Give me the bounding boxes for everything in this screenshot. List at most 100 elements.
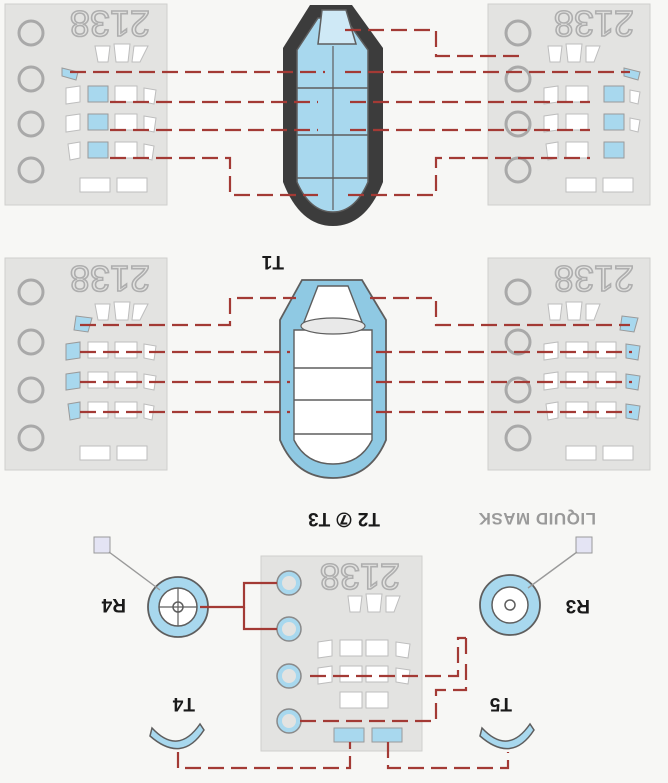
mask-sheet-top-left: 2138 xyxy=(4,2,168,206)
mask-piece xyxy=(595,401,617,419)
mask-piece xyxy=(547,45,563,63)
mask-piece xyxy=(79,445,111,461)
mask-ring xyxy=(17,424,45,452)
mask-piece-blue xyxy=(65,341,81,361)
mask-piece xyxy=(143,143,155,161)
mask-ring xyxy=(17,65,45,93)
leader-line xyxy=(242,607,277,631)
leader-line xyxy=(80,296,296,327)
mask-ring xyxy=(504,328,532,356)
pointer-line xyxy=(527,551,578,589)
mask-piece-blue xyxy=(625,373,641,391)
leader-line xyxy=(345,28,520,58)
part-t4 xyxy=(149,722,205,750)
mask-piece xyxy=(565,401,589,419)
mask-ring-hole xyxy=(282,576,296,590)
mask-piece xyxy=(87,341,109,359)
leader-line xyxy=(348,156,590,197)
canopy-middle-masked xyxy=(279,279,387,479)
mask-piece xyxy=(565,445,597,461)
mask-ring xyxy=(17,376,45,404)
mask-piece xyxy=(565,113,589,131)
leader-line xyxy=(300,662,468,723)
mask-piece xyxy=(347,595,363,613)
mask-piece xyxy=(585,45,601,63)
mask-piece xyxy=(339,665,363,683)
leader-lines-bottom xyxy=(176,581,510,770)
sheet-part-number: 2138 xyxy=(554,258,634,299)
mask-piece xyxy=(116,177,148,193)
mask-piece xyxy=(365,639,389,657)
mask-piece xyxy=(565,141,589,159)
mask-piece-blue xyxy=(625,403,641,421)
leader-lines-top xyxy=(70,28,630,197)
sheet-background xyxy=(4,257,168,471)
mask-piece xyxy=(114,141,138,159)
wheel-r3 xyxy=(479,536,593,636)
mask-piece-blue xyxy=(625,343,641,361)
sheet-background xyxy=(487,3,651,206)
mask-ring-hole xyxy=(282,714,296,728)
mask-piece xyxy=(65,113,81,133)
mask-sheet-bottom: 2138 xyxy=(260,555,423,752)
curved-mask-piece xyxy=(149,722,205,750)
mask-ring xyxy=(17,19,45,47)
leader-line xyxy=(370,296,630,327)
mask-piece xyxy=(595,371,617,389)
leader-line xyxy=(200,581,277,609)
mask-piece xyxy=(565,177,597,193)
mask-piece xyxy=(94,45,111,63)
mask-piece xyxy=(114,85,138,103)
mask-ring xyxy=(17,278,45,306)
mask-piece xyxy=(629,89,641,105)
mask-piece xyxy=(565,301,583,321)
mask-piece xyxy=(317,639,333,659)
mask-piece xyxy=(113,43,131,63)
mask-piece xyxy=(565,85,589,103)
mask-piece xyxy=(79,177,111,193)
mask-piece xyxy=(116,445,148,461)
mask-piece-blue xyxy=(87,85,109,103)
mask-ring xyxy=(17,110,45,138)
mask-piece xyxy=(385,595,401,613)
mask-piece-blue xyxy=(371,727,403,743)
mask-piece xyxy=(87,371,109,389)
leader-line xyxy=(110,156,318,197)
mask-ring xyxy=(504,110,532,138)
label-t2-t3: T2 ⑦ T3 xyxy=(308,508,380,529)
mask-piece xyxy=(365,593,383,613)
mask-piece-blue xyxy=(333,727,365,743)
label-t4: T4 xyxy=(172,693,195,714)
mask-piece-blue xyxy=(87,141,109,159)
mask-piece xyxy=(365,665,389,683)
mask-piece-blue xyxy=(65,371,81,391)
canopy-top-masked xyxy=(283,5,383,226)
mask-piece-blue xyxy=(67,401,81,421)
mask-piece xyxy=(114,401,138,419)
mask-piece-blue xyxy=(87,113,109,131)
mask-piece xyxy=(545,141,559,161)
sheet-part-number: 2138 xyxy=(70,258,150,299)
mask-sheet-middle-right: 2138 xyxy=(487,257,651,471)
sheet-part-number: 2138 xyxy=(554,3,634,44)
mask-ring-hole xyxy=(282,669,296,683)
label-t1: T1 xyxy=(261,251,284,272)
mask-ring xyxy=(504,19,532,47)
leader-line xyxy=(310,636,466,678)
leader-line xyxy=(386,742,510,770)
mask-ring xyxy=(17,156,45,184)
mask-piece xyxy=(602,177,634,193)
mask-piece xyxy=(565,43,583,63)
label-liquid-mask: LIQUID MASK xyxy=(478,509,596,528)
mask-piece-blue xyxy=(603,113,625,131)
canopy-glass xyxy=(317,9,358,45)
wheel-axle xyxy=(504,599,516,611)
mask-ring xyxy=(504,278,532,306)
mask-piece xyxy=(114,341,138,359)
mask-piece xyxy=(143,87,157,105)
mask-piece xyxy=(585,303,601,321)
label-r4: R4 xyxy=(101,594,126,615)
label-r3: R3 xyxy=(566,595,590,616)
mask-piece xyxy=(114,371,138,389)
